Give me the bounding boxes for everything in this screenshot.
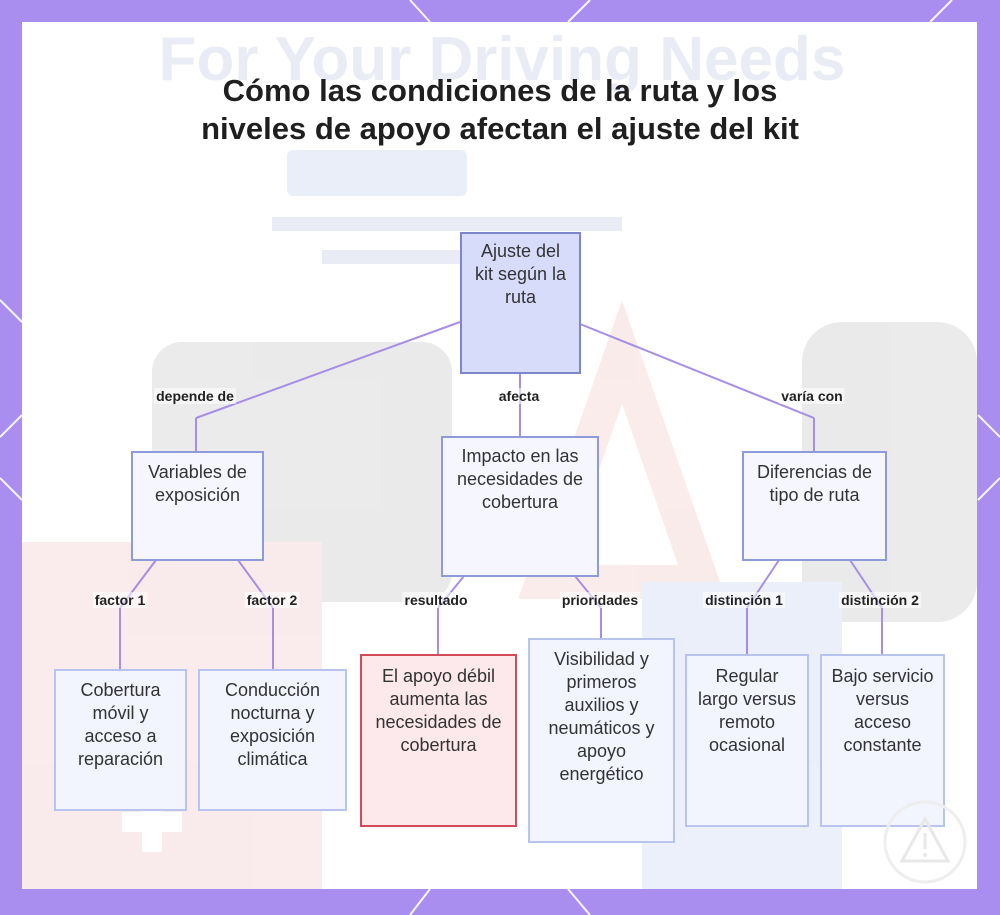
edge-root-exposure: [195, 321, 461, 419]
node-weak-support: El apoyo débil aumenta las necesidades d…: [360, 654, 517, 827]
node-mobile-coverage: Cobertura móvil y acceso a reparación: [54, 669, 187, 811]
diagram-card: For Your Driving Needs Cómo las condicio…: [22, 22, 977, 889]
edge-label-factor-1: factor 1: [92, 592, 148, 608]
node-coverage-impact: Impacto en las necesidades de cobertura: [441, 436, 599, 577]
edge-label-priorities: prioridades: [559, 592, 641, 608]
warning-triangle-icon: [883, 800, 967, 884]
node-root: Ajuste del kit según la ruta: [460, 232, 581, 374]
edge-label-varies-with: varía con: [779, 388, 845, 404]
edge-root-routes: [579, 323, 815, 419]
edge-label-result: resultado: [402, 592, 470, 608]
node-night-driving: Conducción nocturna y exposición climáti…: [198, 669, 347, 811]
background-headline: For Your Driving Needs: [159, 25, 846, 94]
edge-label-depends-on: depende de: [154, 388, 236, 404]
node-low-service: Bajo servicio versus acceso constante: [820, 654, 945, 827]
node-regular-vs-remote: Regular largo versus remoto ocasional: [685, 654, 809, 827]
node-route-type-differences: Diferencias de tipo de ruta: [742, 451, 887, 561]
node-visibility-first-aid: Visibilidad y primeros auxilios y neumát…: [528, 638, 675, 843]
diagram-title: Cómo las condiciones de la ruta y los ni…: [201, 73, 799, 146]
edge-label-affects: afecta: [496, 388, 542, 404]
edge-label-distinction-1: distinción 1: [703, 592, 785, 608]
edge-label-distinction-2: distinción 2: [839, 592, 921, 608]
node-exposure-variables: Variables de exposición: [131, 451, 264, 561]
edge-label-factor-2: factor 2: [244, 592, 300, 608]
